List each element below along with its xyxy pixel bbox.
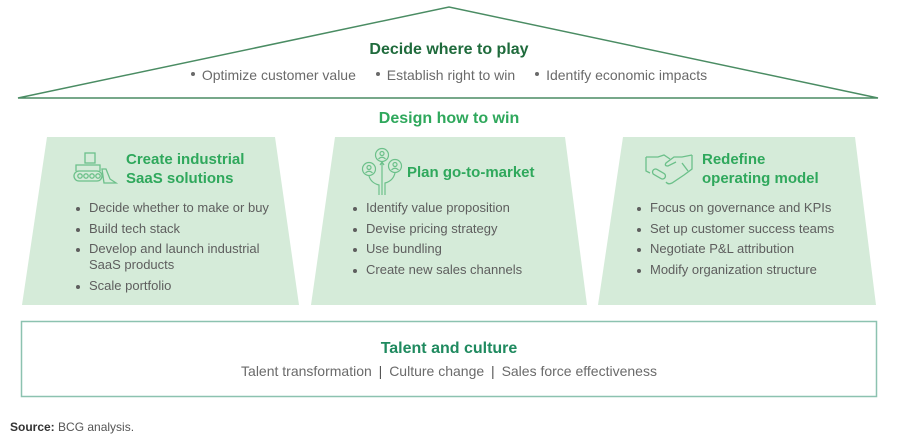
base-box bbox=[20, 320, 878, 398]
list-item: Create new sales channels bbox=[351, 262, 571, 278]
base-item: Culture change bbox=[389, 363, 485, 379]
bullet-dot bbox=[190, 72, 195, 77]
roof-bullet: Establish right to win bbox=[375, 67, 515, 83]
list-item: Scale portfolio bbox=[74, 278, 284, 294]
list-item: Develop and launch industrial SaaS produ… bbox=[74, 241, 284, 273]
list-item: Decide whether to make or buy bbox=[74, 200, 284, 216]
panel-title: Redefine operating model bbox=[702, 151, 819, 187]
roof-bullet: Identify economic impacts bbox=[535, 67, 707, 83]
roof-bullets: Optimize customer value Establish right … bbox=[0, 67, 898, 83]
panel-bullets: Identify value proposition Devise pricin… bbox=[351, 200, 571, 282]
base-items: Talent transformation | Culture change |… bbox=[21, 363, 877, 379]
list-item: Focus on governance and KPIs bbox=[635, 200, 875, 216]
list-item: Identify value proposition bbox=[351, 200, 571, 216]
bulldozer-icon bbox=[73, 152, 118, 184]
base-item: Sales force effectiveness bbox=[501, 363, 657, 379]
panel-bullets: Focus on governance and KPIs Set up cust… bbox=[635, 200, 875, 282]
panel-1-shape bbox=[22, 137, 299, 305]
handshake-icon bbox=[645, 154, 693, 185]
list-item: Negotiate P&L attribution bbox=[635, 241, 875, 257]
middle-title: Design how to win bbox=[378, 110, 520, 127]
source-label: Source: bbox=[10, 420, 55, 434]
separator: | bbox=[378, 363, 383, 379]
panel-header: Plan go-to-market bbox=[361, 147, 535, 197]
panel-2-shape bbox=[311, 137, 587, 305]
panel-create-saas: Create industrial SaaS solutions Decide … bbox=[22, 137, 312, 305]
roof-title: Decide where to play bbox=[369, 41, 529, 58]
roof-bullet: Optimize customer value bbox=[190, 67, 356, 83]
list-item: Set up customer success teams bbox=[635, 221, 875, 237]
bullet-dot bbox=[535, 72, 540, 77]
people-balloons-icon bbox=[361, 147, 403, 195]
base-title: Talent and culture bbox=[380, 340, 518, 357]
panel-header: Redefine operating model bbox=[644, 149, 819, 189]
list-item: Use bundling bbox=[351, 241, 571, 257]
panel-operating-model: Redefine operating model Focus on govern… bbox=[598, 137, 888, 305]
bullet-dot bbox=[375, 72, 380, 77]
list-item: Build tech stack bbox=[74, 221, 284, 237]
panel-header: Create industrial SaaS solutions bbox=[72, 149, 244, 189]
roof-triangle bbox=[17, 6, 879, 99]
list-item: Devise pricing strategy bbox=[351, 221, 571, 237]
separator: | bbox=[491, 363, 495, 379]
panel-3-shape bbox=[598, 137, 876, 305]
panel-title: Plan go-to-market bbox=[407, 163, 535, 181]
source-note: Source: BCG analysis. bbox=[10, 420, 134, 434]
base-item: Talent transformation bbox=[241, 363, 372, 379]
panel-bullets: Decide whether to make or buy Build tech… bbox=[74, 200, 284, 298]
list-item: Modify organization structure bbox=[635, 262, 875, 278]
source-text: BCG analysis. bbox=[54, 420, 135, 434]
panel-go-to-market: Plan go-to-market Identify value proposi… bbox=[311, 137, 601, 305]
panel-title: Create industrial SaaS solutions bbox=[126, 151, 245, 187]
